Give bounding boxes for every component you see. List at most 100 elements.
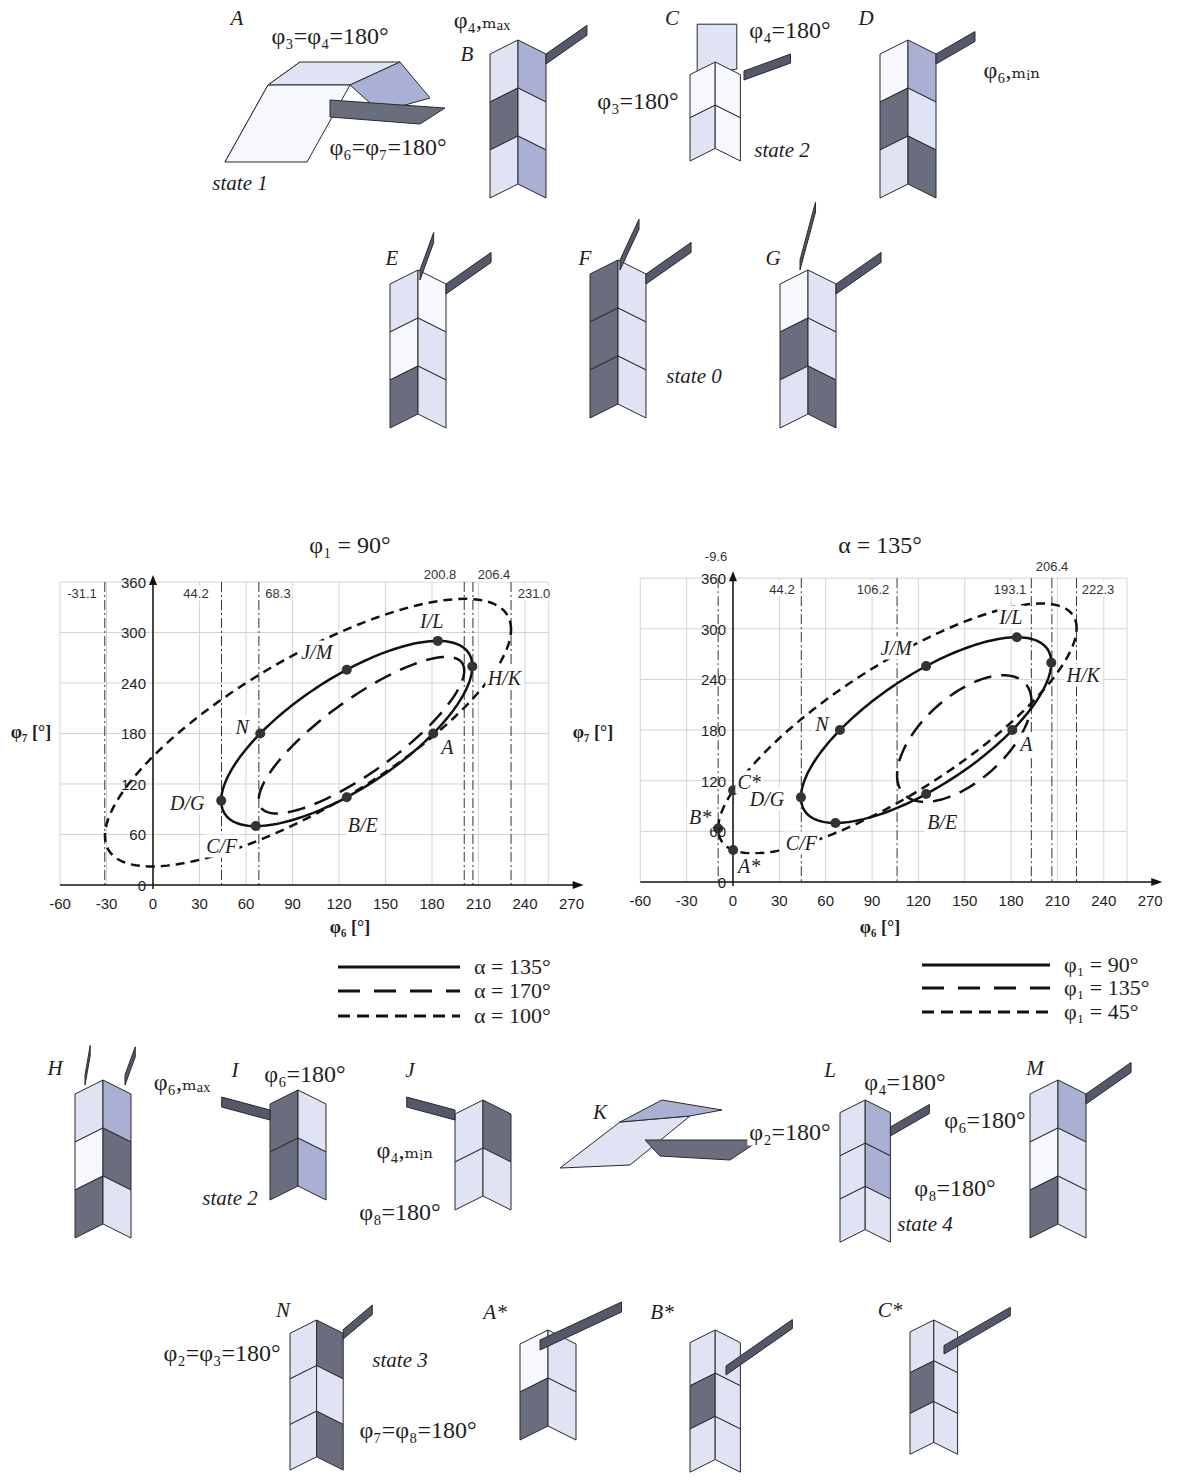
tick-label: 210: [1043, 892, 1072, 909]
figure-letter: H: [45, 1056, 64, 1081]
origami-panel: [1030, 1176, 1058, 1238]
legend-sample: [338, 954, 460, 980]
point-label: A: [439, 736, 455, 759]
chart-title: α = 135°: [836, 532, 924, 559]
origami-panel: [880, 136, 908, 198]
figure-letter: D: [856, 6, 875, 31]
origami-panel: [407, 1097, 455, 1120]
point-marker: [830, 818, 840, 828]
state-label: state 4: [895, 1212, 954, 1237]
legend-line: [922, 987, 1050, 990]
origami-panel: [936, 32, 975, 65]
tick-label: 30: [189, 895, 210, 912]
figure-letter: A*: [481, 1300, 508, 1325]
tick-label: 360: [119, 573, 148, 590]
y-axis: [732, 580, 734, 886]
value-line: [464, 582, 465, 885]
origami-panel: [726, 1320, 792, 1375]
value-label: 222.3: [1080, 582, 1117, 597]
origami-panel: [590, 356, 618, 418]
point-label: J/M: [299, 640, 334, 663]
figure-letter: N: [274, 1298, 292, 1323]
value-label: 206.4: [1034, 559, 1071, 574]
tick-label: 240: [119, 674, 148, 691]
origami-figure: [75, 1045, 135, 1238]
origami-figure: [520, 1302, 622, 1440]
origami-panel: [800, 202, 816, 270]
tick-label: 300: [119, 624, 148, 641]
angle-annotation: φ₃=180°: [595, 88, 680, 115]
origami-panel: [646, 242, 691, 284]
origami-panel: [1058, 1176, 1086, 1238]
legend-sample: [338, 978, 460, 1004]
origami-figure: [910, 1307, 1010, 1454]
origami-panel: [865, 1186, 890, 1242]
points: [216, 636, 477, 831]
tick-label: 120: [119, 775, 148, 792]
origami-panel: [330, 100, 445, 124]
point-label: D/G: [748, 788, 786, 811]
tick-label: 120: [324, 895, 353, 912]
origami-panel: [85, 1045, 90, 1085]
axis-arrow: [1151, 878, 1162, 886]
origami-panel: [908, 136, 936, 198]
origami-panel: [270, 1138, 298, 1200]
legend-item: α = 170°: [338, 978, 551, 1004]
point-label: D/G: [168, 791, 206, 814]
origami-panel: [390, 366, 418, 428]
figure-letter: E: [384, 246, 401, 271]
origami-panel: [690, 105, 715, 161]
point-label: H/K: [486, 667, 523, 690]
value-lines: [105, 582, 511, 885]
origami-panel: [317, 1411, 344, 1470]
origami-panel: [103, 1176, 131, 1238]
legend-text: α = 170°: [474, 979, 551, 1003]
value-label: 44.2: [767, 582, 796, 597]
angle-annotation: φ₄=180°: [862, 1069, 947, 1096]
tick-label: 150: [371, 895, 400, 912]
point-marker: [1046, 658, 1056, 668]
point-marker: [835, 725, 845, 735]
point-marker: [921, 661, 931, 671]
legend-sample: [338, 1003, 460, 1029]
origami-panel: [840, 1186, 865, 1242]
origami-panel: [343, 1305, 372, 1339]
axis-title: φ₇ [°]: [9, 722, 53, 743]
legend-line: [338, 990, 460, 993]
origami-panel: [1086, 1062, 1131, 1104]
origami-panel: [934, 1402, 958, 1455]
origami-figure: [290, 1305, 372, 1470]
chart: [60, 575, 584, 889]
grid: [60, 582, 548, 885]
origami-panel: [540, 1302, 622, 1350]
tick-label: -60: [47, 895, 73, 912]
point-label: I/L: [418, 609, 445, 632]
point-marker: [428, 728, 438, 738]
tick-label: 240: [510, 895, 539, 912]
angle-annotation: φ₆=φ₇=180°: [327, 134, 448, 161]
origami-figure: [780, 202, 881, 428]
tick-label: 180: [119, 725, 148, 742]
point-label: N: [234, 716, 251, 739]
origami-figure: [222, 1090, 326, 1200]
point-label: H/K: [1065, 663, 1102, 686]
origami-figure: [880, 32, 975, 199]
legend-sample: [922, 999, 1050, 1025]
point-marker: [467, 661, 477, 671]
angle-annotation: φ₄=180°: [747, 17, 832, 44]
tick-label: 90: [282, 895, 303, 912]
figure-letter: I: [230, 1058, 241, 1083]
point-marker: [342, 792, 352, 802]
value-lines: [718, 578, 1076, 882]
tick-label: 120: [904, 892, 933, 909]
point-label: B*: [687, 805, 713, 828]
origami-panel: [890, 1105, 929, 1137]
point-label: B/E: [925, 811, 959, 834]
curve: [221, 641, 472, 826]
legend-sample: [922, 975, 1050, 1001]
origami-panel: [808, 366, 836, 428]
origami-panel: [290, 1411, 317, 1470]
origami-panel: [620, 219, 639, 270]
x-axis: [640, 881, 1153, 883]
legend-text: φ₁ = 45°: [1064, 1000, 1139, 1024]
